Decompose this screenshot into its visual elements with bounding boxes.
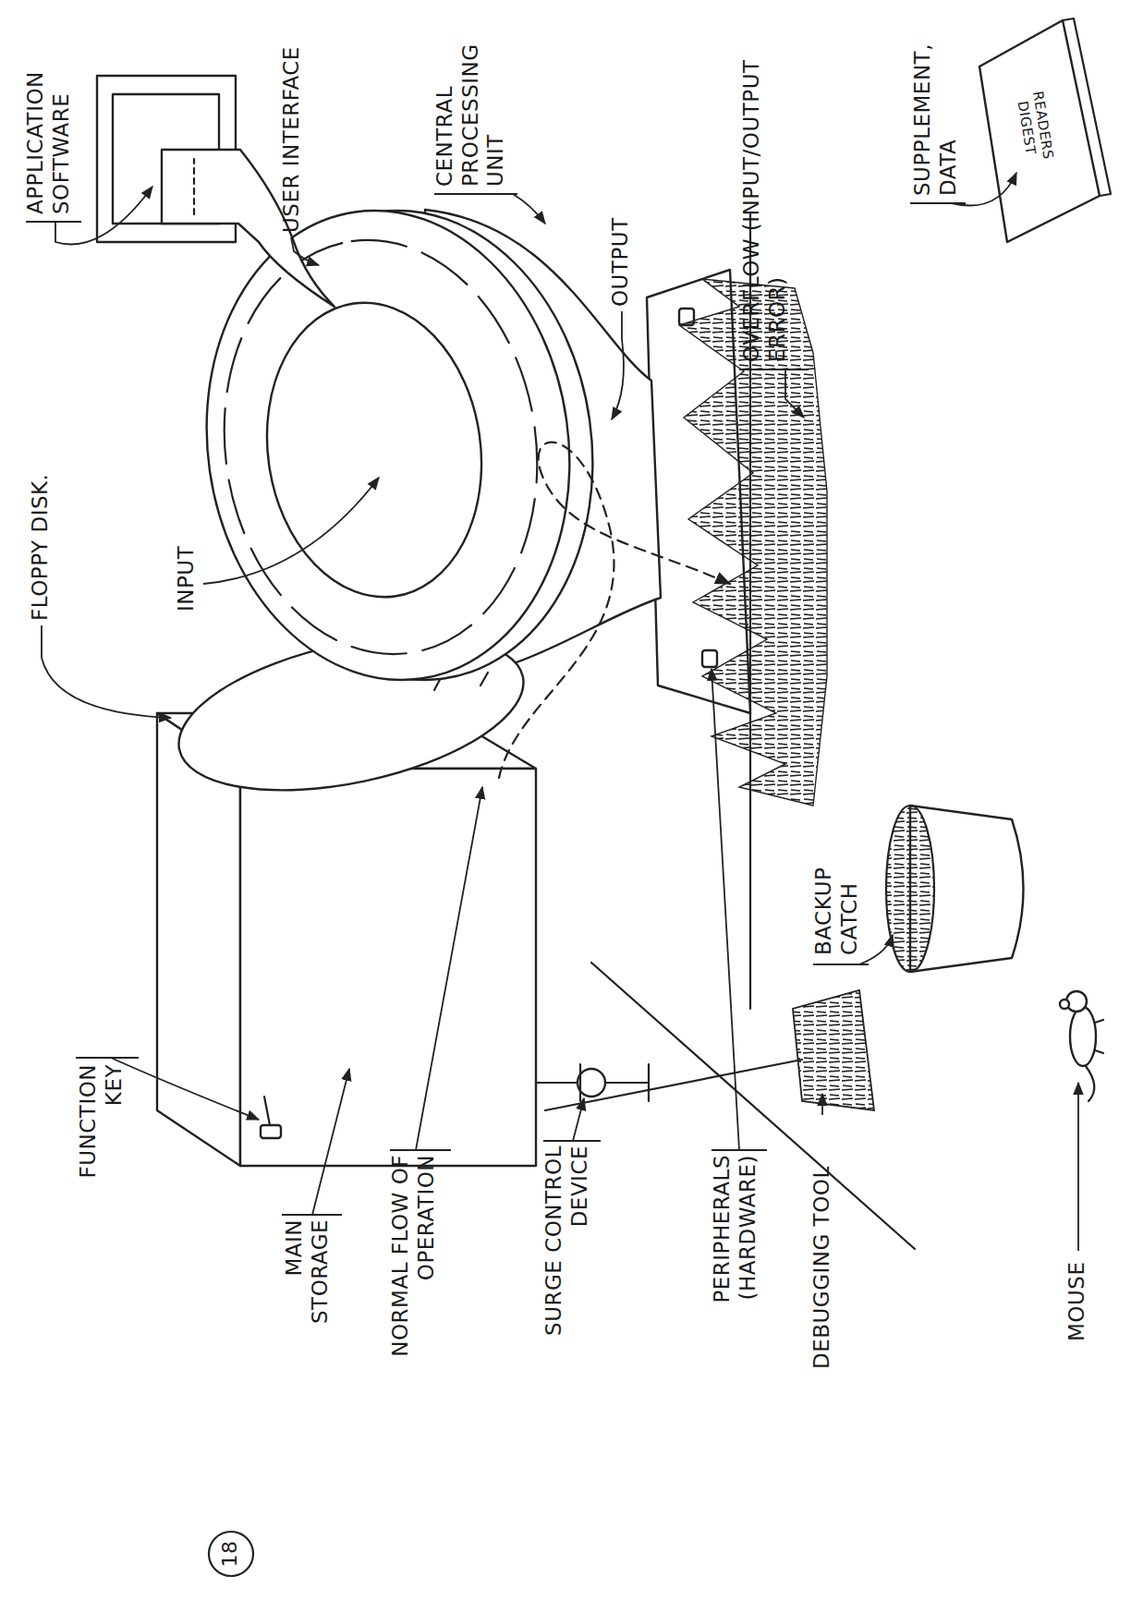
valve bbox=[577, 1069, 606, 1097]
callout-label: OUTPUT bbox=[608, 195, 634, 307]
flow-path bbox=[498, 442, 730, 779]
toilet-seat bbox=[176, 186, 599, 704]
callout-label: SUPPLEMENT, DATA bbox=[910, 11, 961, 196]
page-number: 18 bbox=[218, 1532, 243, 1577]
leader-line bbox=[543, 1098, 601, 1142]
mop-handle bbox=[545, 1059, 803, 1111]
callout-label: MOUSE bbox=[1064, 1249, 1091, 1342]
valve-stem bbox=[580, 1064, 649, 1102]
callout-label: NORMAL FLOW OF OPERATION bbox=[388, 1155, 439, 1370]
callout-label: FLOPPY DISK. bbox=[27, 380, 54, 621]
book-pages bbox=[1062, 18, 1111, 196]
base-bolt bbox=[702, 650, 718, 668]
callout-label: CENTRAL PROCESSING UNIT bbox=[432, 11, 510, 187]
leader-line bbox=[1077, 1082, 1080, 1252]
page-number-circle bbox=[208, 1532, 254, 1577]
leader-line bbox=[389, 787, 483, 1151]
callout-label: FUNCTION KEY bbox=[75, 1064, 127, 1213]
seat-opening bbox=[248, 289, 500, 612]
paper-perforation bbox=[193, 158, 195, 215]
leader-line bbox=[291, 237, 319, 266]
callout-label: DEBUGGING TOOL bbox=[809, 1118, 836, 1370]
leader-line bbox=[434, 194, 546, 224]
callout-label: USER INTERFACE bbox=[279, 11, 305, 233]
leader-line bbox=[611, 311, 624, 420]
bucket-rim bbox=[886, 805, 935, 973]
mop-head bbox=[792, 990, 875, 1111]
leader-line bbox=[711, 668, 767, 1151]
leader-line bbox=[821, 1094, 824, 1116]
callout-label: OVERFLOW (INPUT/OUTPUT ERROR) bbox=[739, 20, 791, 363]
paper-printout bbox=[161, 149, 335, 307]
leader-line bbox=[203, 477, 379, 584]
callout-label: SURGE CONTROL DEVICE bbox=[541, 1145, 593, 1370]
leader-line bbox=[739, 369, 809, 418]
callout-label: APPLICATION SOFTWARE bbox=[23, 11, 74, 215]
supply-pipe bbox=[535, 1082, 578, 1084]
callout-label: MAIN STORAGE bbox=[281, 1219, 333, 1359]
mouse-tail bbox=[1085, 1020, 1104, 1102]
callout-label: PERIPHERALS (HARDWARE) bbox=[709, 1155, 761, 1370]
flush-lever bbox=[260, 1125, 281, 1139]
leader-line bbox=[41, 625, 171, 718]
flush-lever-arm bbox=[264, 1096, 270, 1126]
callout-label: BACKUP CATCH bbox=[811, 835, 863, 956]
leader-line bbox=[281, 1069, 350, 1216]
mouse-body bbox=[1070, 1007, 1096, 1067]
callout-label: INPUT bbox=[173, 519, 200, 612]
mouse-ear bbox=[1059, 999, 1070, 1010]
seat-ring bbox=[197, 219, 563, 675]
tank-front bbox=[240, 768, 536, 1167]
